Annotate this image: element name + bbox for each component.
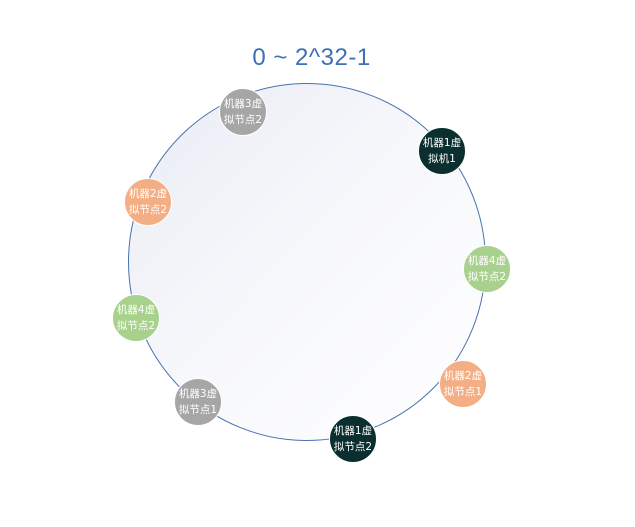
node-machine3-virtual1: 机器3虚 拟节点1 <box>174 378 222 426</box>
node-machine4-virtual2-right: 机器4虚 拟节点2 <box>463 245 511 293</box>
node-label-line2: 拟节点2 <box>333 441 373 453</box>
node-label-line1: 机器2虚 <box>128 188 168 200</box>
node-machine2-virtual1: 机器2虚 拟节点1 <box>439 360 487 408</box>
node-label-line2: 拟节点2 <box>116 320 156 332</box>
node-label-line1: 机器3虚 <box>178 388 218 400</box>
node-label-line2: 拟节点1 <box>178 404 218 416</box>
node-label-line2: 拟节点2 <box>223 114 263 126</box>
node-label-line2: 拟节点1 <box>443 386 483 398</box>
node-label-line2: 拟节点2 <box>467 271 507 283</box>
node-machine4-virtual2-left: 机器4虚 拟节点2 <box>112 294 160 342</box>
node-label-line1: 机器4虚 <box>467 255 507 267</box>
node-label-line1: 机器3虚 <box>223 98 263 110</box>
node-machine1-virtual1: 机器1虚 拟机1 <box>418 127 466 175</box>
node-label-line2: 拟机1 <box>428 153 456 165</box>
ring-range-title: 0 ~ 2^32-1 <box>252 44 371 71</box>
node-label-line1: 机器1虚 <box>422 137 462 149</box>
node-label-line1: 机器1虚 <box>333 425 373 437</box>
node-machine3-virtual2-top: 机器3虚 拟节点2 <box>219 88 267 136</box>
node-label-line1: 机器4虚 <box>116 304 156 316</box>
node-label-line2: 拟节点2 <box>128 204 168 216</box>
node-label-line1: 机器2虚 <box>443 370 483 382</box>
node-machine2-virtual2: 机器2虚 拟节点2 <box>124 178 172 226</box>
node-machine1-virtual2: 机器1虚 拟节点2 <box>329 415 377 463</box>
